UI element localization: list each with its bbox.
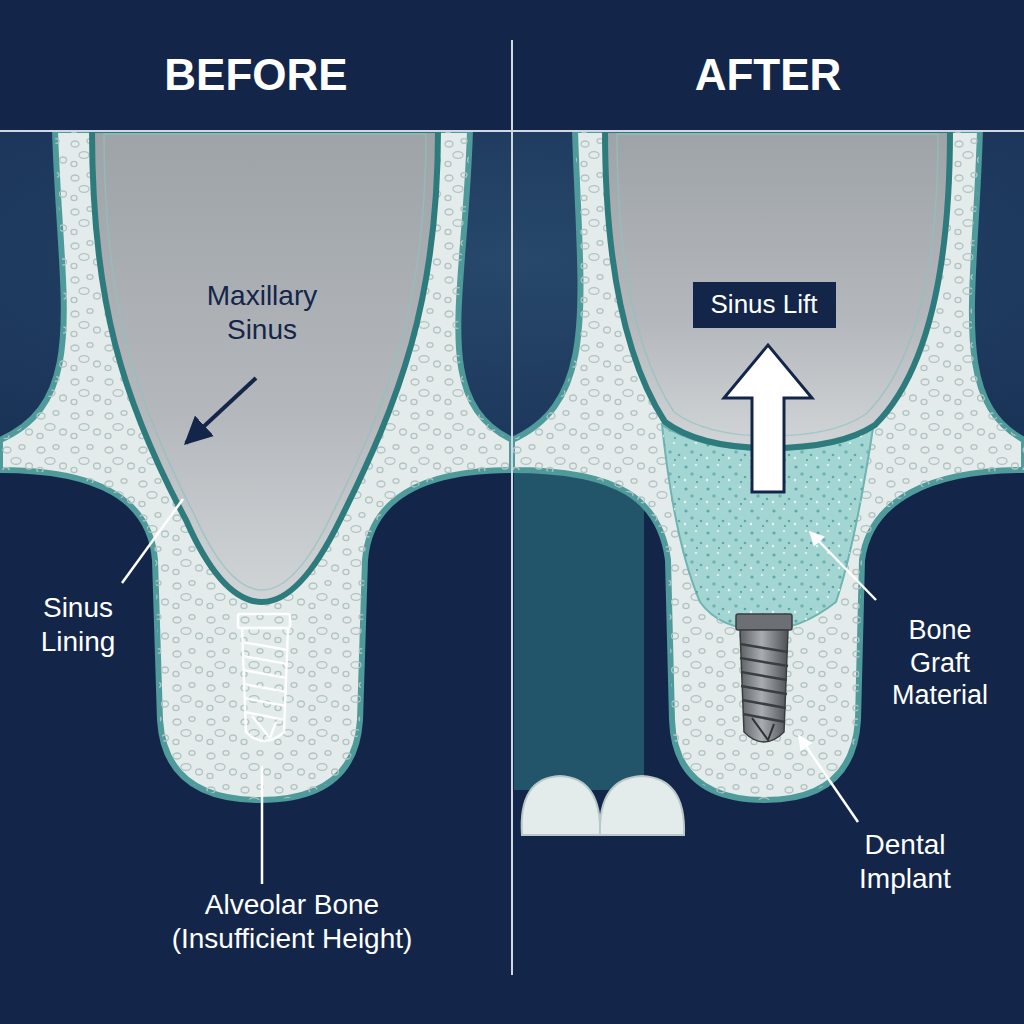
part-label: Dental Implant bbox=[825, 828, 985, 895]
part-label: Maxillary Sinus bbox=[182, 279, 342, 346]
box-text: Sinus Lift bbox=[711, 289, 818, 320]
panel-heading: BEFORE bbox=[76, 49, 436, 102]
part-label: Bone Graft Material bbox=[877, 614, 1003, 711]
label-box: Sinus Lift bbox=[693, 282, 836, 328]
part-label: Sinus Lining bbox=[13, 591, 143, 658]
panel-heading: AFTER bbox=[588, 49, 948, 102]
part-label: Alveolar Bone (Insufficient Height) bbox=[132, 888, 452, 955]
